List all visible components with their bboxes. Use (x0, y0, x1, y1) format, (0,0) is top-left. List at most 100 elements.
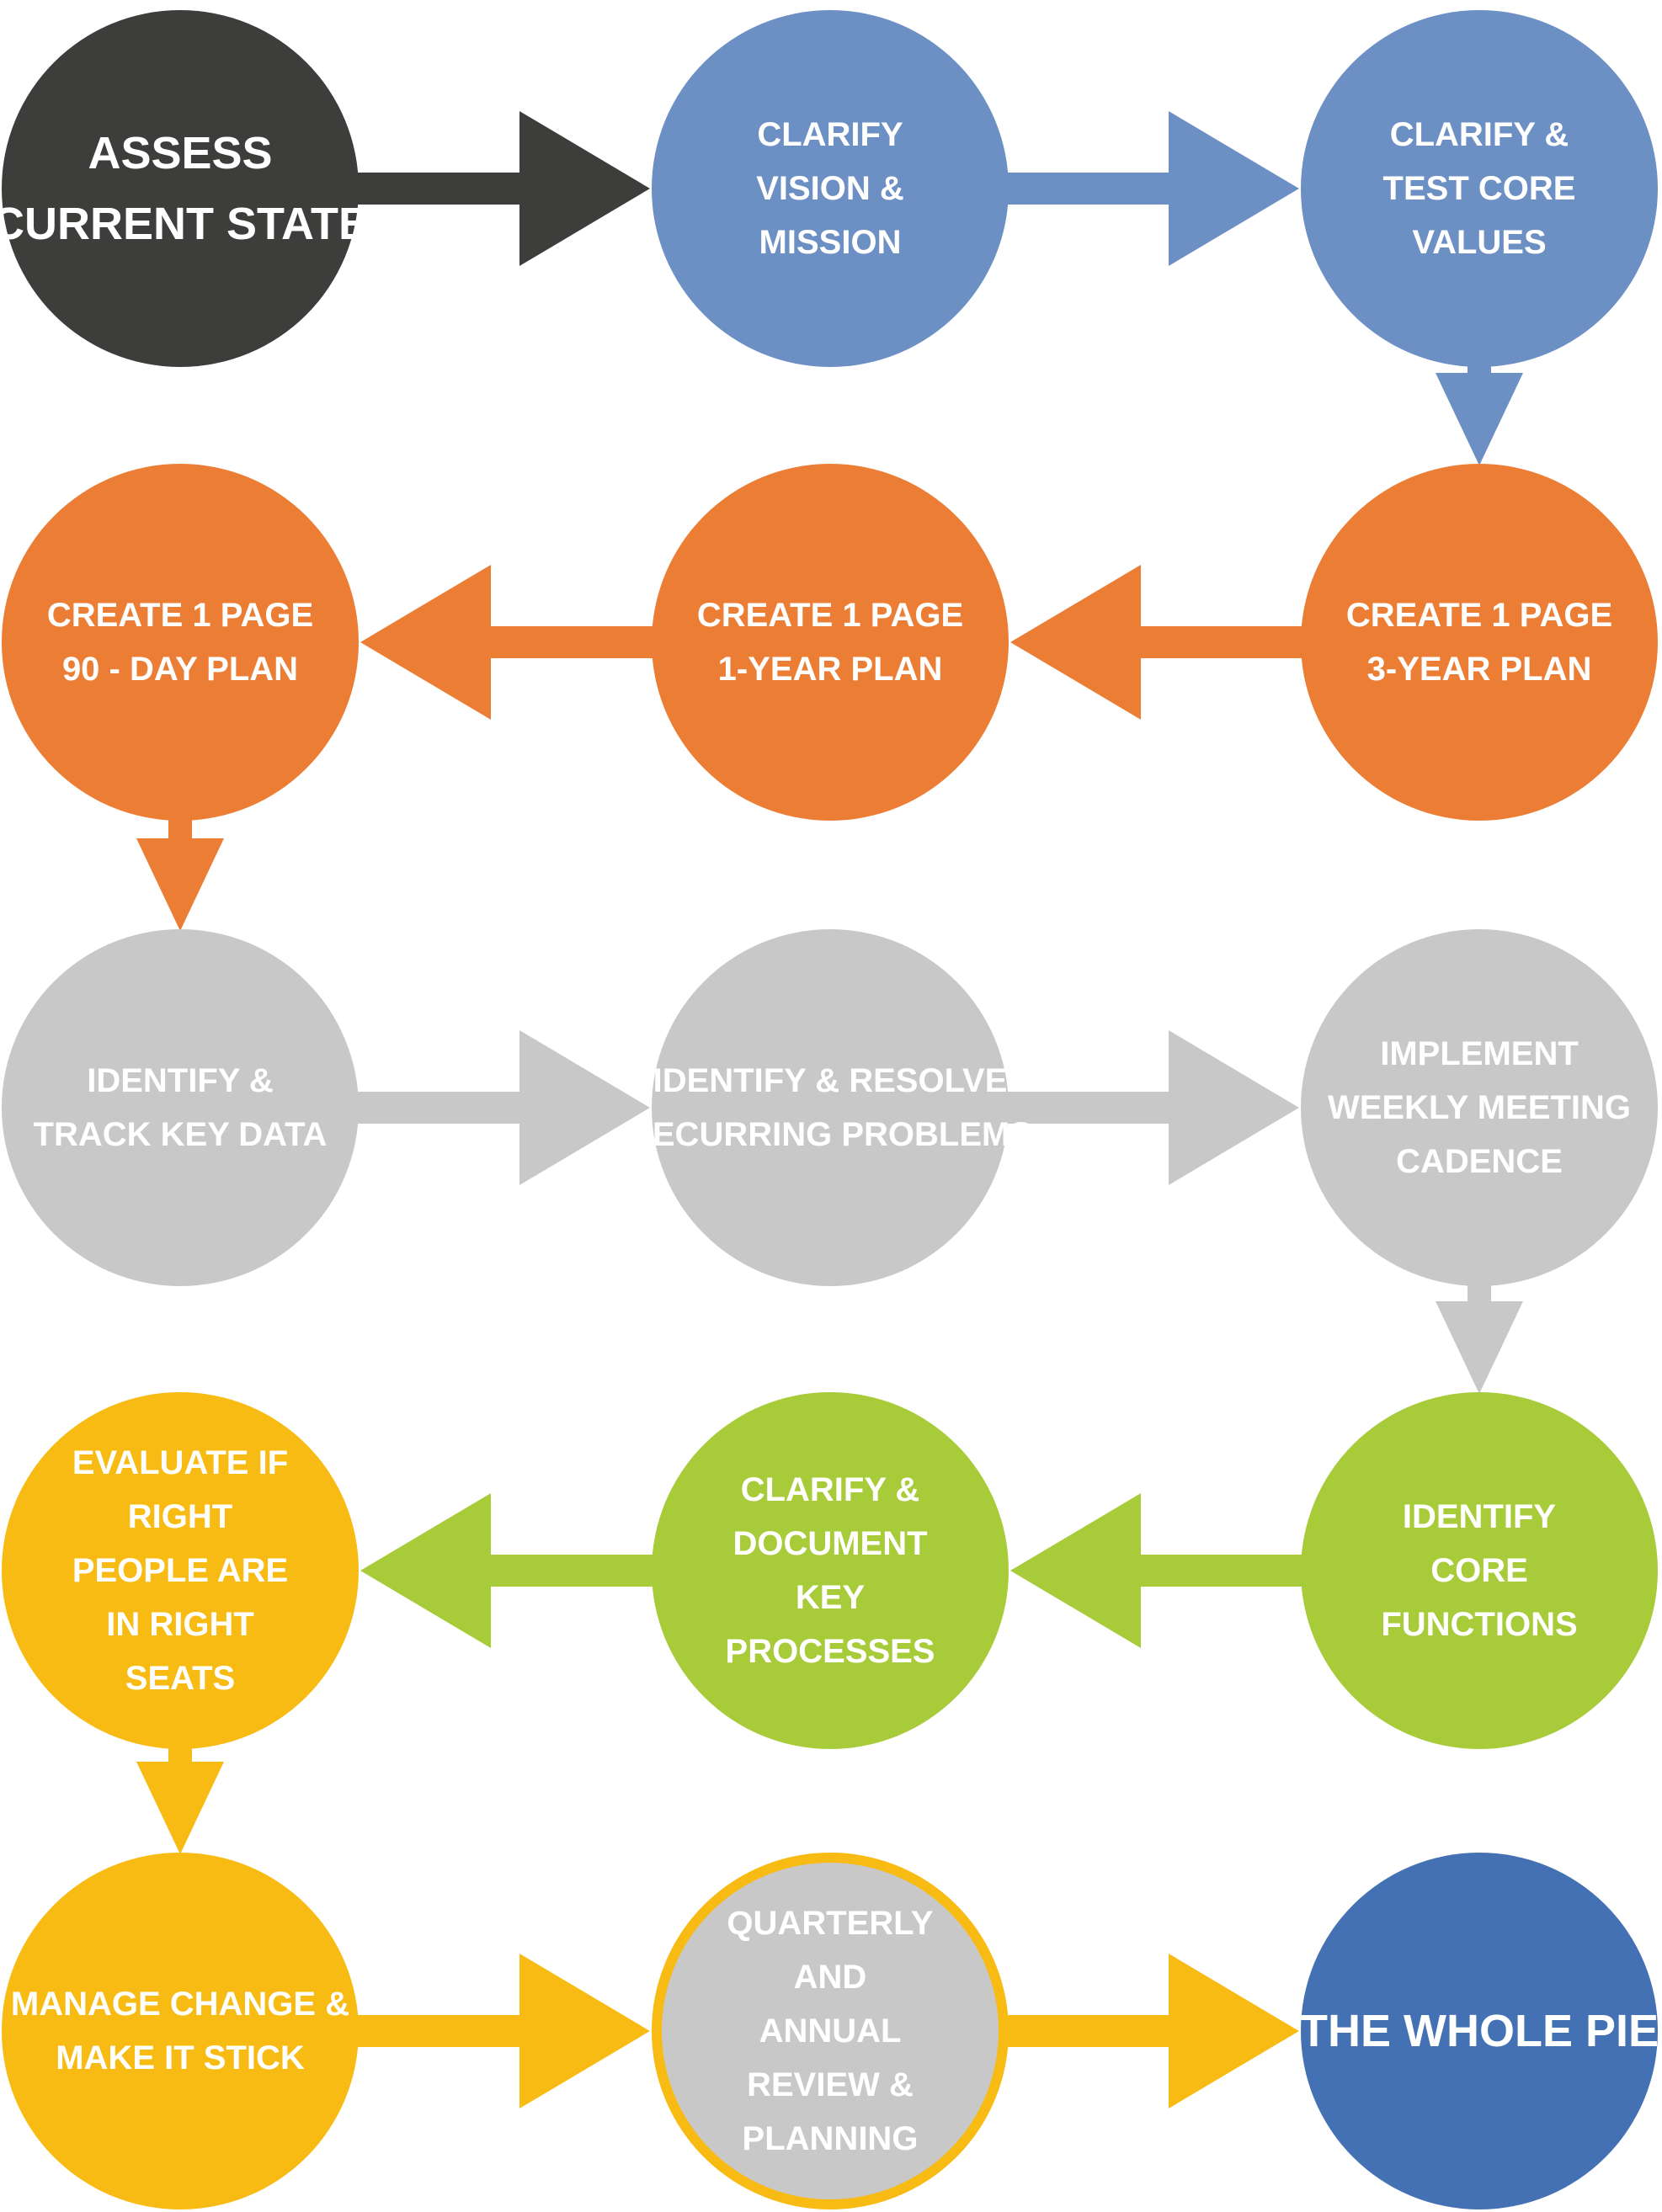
arrow-shape (360, 565, 656, 720)
step-label-line: KEY (796, 1579, 866, 1616)
flow-arrow-key-data-to-problems (354, 1030, 650, 1185)
step-one-year: CREATE 1 PAGE 1-YEAR PLAN (652, 464, 1009, 821)
step-label-line: THE WHOLE PIE (1300, 2006, 1659, 2056)
step-label-line: IMPLEMENT (1380, 1035, 1579, 1072)
step-label-line: VISION & (756, 170, 904, 207)
arrow-shape (354, 1030, 650, 1185)
step-processes: CLARIFY & DOCUMENT KEY PROCESSES (652, 1392, 1009, 1749)
step-label-line: AND (794, 1959, 867, 1996)
step-label-line: WEEKLY MEETING (1328, 1089, 1631, 1126)
step-label-line: CREATE 1 PAGE (1346, 597, 1612, 634)
step-label-line: CLARIFY & (1390, 116, 1569, 153)
step-label-line: CLARIFY (757, 116, 903, 153)
flow-arrow-processes-to-right-seats (360, 1493, 656, 1648)
step-label-line: ASSESS (88, 128, 272, 178)
step-three-year: CREATE 1 PAGE 3-YEAR PLAN (1301, 464, 1658, 821)
step-label-line: VALUES (1412, 224, 1546, 261)
step-circle (652, 10, 1009, 367)
flow-arrow-vision-to-values (1004, 111, 1299, 266)
step-label-line: CURRENT STATE (0, 199, 369, 249)
step-circle (1301, 1853, 1658, 2209)
arrow-shape (354, 1954, 650, 2108)
step-label-line: RIGHT (128, 1498, 232, 1535)
step-circle (1301, 10, 1658, 367)
step-cadence: IMPLEMENT WEEKLY MEETING CADENCE (1301, 929, 1658, 1286)
flow-arrow-ninety-day-to-key-data (136, 816, 224, 931)
step-circle (1301, 929, 1658, 1286)
flow-arrow-one-year-to-ninety-day (360, 565, 656, 720)
step-circle (652, 464, 1009, 821)
arrows-layer (136, 111, 1523, 2108)
step-label-line: IDENTIFY & RESOLVE (653, 1062, 1008, 1099)
arrow-shape (1010, 1493, 1305, 1648)
flow-arrow-manage-change-to-review (354, 1954, 650, 2108)
step-label-line: MANAGE CHANGE & (11, 1986, 349, 2023)
step-label-line: CORE (1430, 1552, 1528, 1589)
flow-arrow-core-functions-to-processes (1010, 1493, 1305, 1648)
step-circle (652, 929, 1009, 1286)
step-right-seats: EVALUATE IF RIGHT PEOPLE ARE IN RIGHT SEATS (2, 1392, 359, 1749)
step-label-line: IDENTIFY & (87, 1062, 274, 1099)
step-label-line: 3-YEAR PLAN (1367, 651, 1592, 688)
step-problems: IDENTIFY & RESOLVE RECURRING PROBLEMS (628, 929, 1032, 1286)
step-circle (2, 10, 359, 367)
step-core-functions: IDENTIFY CORE FUNCTIONS (1301, 1392, 1658, 1749)
arrow-shape (1004, 1030, 1299, 1185)
step-manage-change: MANAGE CHANGE & MAKE IT STICK (2, 1853, 359, 2209)
step-assess: ASSESS CURRENT STATE (0, 10, 369, 367)
step-review: QUARTERLY AND ANNUAL REVIEW & PLANNING (652, 1853, 1009, 2209)
step-circle (652, 1853, 1009, 2209)
step-label-line: IDENTIFY (1403, 1498, 1557, 1535)
flow-arrow-cadence-to-core-functions (1436, 1282, 1523, 1394)
step-circle (652, 1392, 1009, 1749)
step-label-line: QUARTERLY (727, 1905, 934, 1942)
step-circle (2, 1392, 359, 1749)
step-label-line: TEST CORE (1383, 170, 1576, 207)
step-label-line: 90 - DAY PLAN (62, 651, 298, 688)
step-label-line: CREATE 1 PAGE (697, 597, 963, 634)
flow-arrow-values-to-three-year (1436, 363, 1523, 465)
flow-arrow-right-seats-to-manage-change (136, 1745, 224, 1854)
step-label-line: FUNCTIONS (1381, 1606, 1577, 1643)
step-label-line: CREATE 1 PAGE (47, 597, 313, 634)
arrow-shape (1004, 111, 1299, 266)
step-label-line: PLANNING (743, 2120, 919, 2157)
step-label-line: ANNUAL (759, 2013, 902, 2050)
step-label-line: REVIEW & (747, 2066, 914, 2103)
step-label-line: TRACK KEY DATA (34, 1116, 328, 1153)
step-label-line: 1-YEAR PLAN (718, 651, 943, 688)
step-label-line: CADENCE (1396, 1143, 1563, 1180)
step-circle (2, 1853, 359, 2209)
step-label-line: MAKE IT STICK (56, 2039, 305, 2076)
step-circle (2, 464, 359, 821)
step-whole-pie: THE WHOLE PIE (1300, 1853, 1659, 2209)
step-label-line: EVALUATE IF (72, 1444, 288, 1481)
flow-arrow-assess-to-vision (354, 111, 650, 266)
step-values: CLARIFY & TEST CORE VALUES (1301, 10, 1658, 367)
arrow-shape (360, 1493, 656, 1648)
step-label-line: IN RIGHT (106, 1606, 254, 1643)
step-key-data: IDENTIFY & TRACK KEY DATA (2, 929, 359, 1286)
arrow-shape (136, 816, 224, 931)
arrow-shape (1004, 1954, 1299, 2108)
flow-arrow-problems-to-cadence (1004, 1030, 1299, 1185)
arrow-shape (1010, 565, 1305, 720)
step-circle (1301, 464, 1658, 821)
step-label-line: DOCUMENT (732, 1525, 927, 1562)
arrow-shape (354, 111, 650, 266)
step-label-line: SEATS (125, 1660, 235, 1697)
flow-arrow-review-to-whole-pie (1004, 1954, 1299, 2108)
step-label-line: CLARIFY & (741, 1471, 920, 1508)
step-label-line: PEOPLE ARE (72, 1552, 288, 1589)
step-label-line: PROCESSES (726, 1633, 935, 1670)
step-label-line: RECURRING PROBLEMS (628, 1116, 1032, 1153)
flow-arrow-three-year-to-one-year (1010, 565, 1305, 720)
step-circle (2, 929, 359, 1286)
step-ninety-day: CREATE 1 PAGE 90 - DAY PLAN (2, 464, 359, 821)
step-circle (1301, 1392, 1658, 1749)
arrow-shape (136, 1745, 224, 1854)
arrow-shape (1436, 1282, 1523, 1394)
